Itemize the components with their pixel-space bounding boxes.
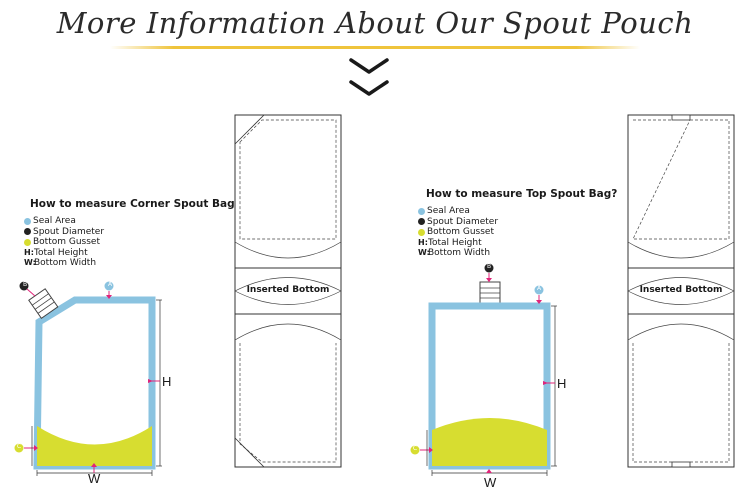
legend-item-seal-area: Seal Area	[24, 216, 104, 227]
seal-area-marker-icon	[418, 207, 425, 215]
legend-label: Total Height	[428, 237, 482, 248]
legend-label: Bottom Width	[428, 248, 491, 258]
marker-a-label: A	[107, 281, 113, 288]
width-label: W	[484, 475, 497, 490]
legend-key: H:	[24, 247, 34, 257]
height-label: H	[162, 374, 172, 389]
legend-item-bottom-gusset: Bottom Gusset	[418, 227, 498, 238]
legend-label: Spout Diameter	[33, 226, 105, 237]
legend-item-spout-diameter: Spout Diameter	[418, 217, 498, 228]
inserted-bottom-label: Inserted Bottom	[639, 285, 723, 295]
legend-item-bottom-width: W:Bottom Width	[24, 258, 104, 269]
top-spout-heading: How to measure Top Spout Bag?	[426, 188, 618, 200]
top-spout-legend: Seal Area Spout Diameter Bottom Gusset H…	[418, 206, 498, 259]
top-spout-pouch-diagram	[410, 263, 557, 476]
width-label: W	[88, 471, 101, 486]
legend-item-total-height: H:Total Height	[418, 238, 498, 249]
double-chevron-down-icon	[349, 58, 389, 96]
inserted-bottom-label: Inserted Bottom	[246, 285, 330, 295]
bottom-gusset-marker-icon	[24, 238, 31, 246]
legend-label: Seal Area	[33, 216, 76, 226]
legend-label: Bottom Width	[34, 258, 97, 268]
seal-area-marker-icon	[24, 217, 31, 225]
gusset-fill	[432, 418, 547, 466]
legend-item-spout-diameter: Spout Diameter	[24, 227, 104, 238]
corner-spout-flat-layout	[234, 114, 342, 468]
legend-key: H:	[418, 237, 428, 247]
corner-spout-heading: How to measure Corner Spout Bag?	[30, 198, 241, 210]
corner-spout-icon	[28, 288, 59, 319]
legend-label: Spout Diameter	[427, 216, 499, 227]
marker-b-label: B	[22, 281, 28, 288]
marker-a-label: A	[536, 285, 542, 292]
corner-spout-legend: Seal Area Spout Diameter Bottom Gusset H…	[24, 216, 104, 269]
marker-b-label: B	[486, 263, 492, 270]
legend-label: Bottom Gusset	[33, 237, 100, 247]
legend-key: W:	[24, 258, 36, 267]
marker-c-label: C	[412, 445, 418, 452]
page-title: More Information About Our Spout Pouch	[56, 6, 694, 40]
legend-label: Total Height	[34, 247, 88, 258]
legend-label: Bottom Gusset	[427, 227, 494, 237]
legend-label: Seal Area	[427, 206, 470, 216]
spout-diameter-marker-icon	[24, 228, 31, 236]
legend-key: W:	[418, 248, 430, 257]
legend-item-seal-area: Seal Area	[418, 206, 498, 217]
legend-item-bottom-width: W:Bottom Width	[418, 248, 498, 259]
bottom-gusset-marker-icon	[418, 228, 425, 236]
marker-c-label: C	[16, 443, 22, 450]
spout-diameter-marker-icon	[418, 218, 425, 226]
top-spout-icon	[479, 281, 501, 307]
legend-item-bottom-gusset: Bottom Gusset	[24, 237, 104, 248]
top-spout-flat-layout	[627, 114, 735, 468]
height-label: H	[557, 376, 567, 391]
legend-item-total-height: H:Total Height	[24, 248, 104, 259]
corner-spout-pouch-diagram	[14, 281, 162, 476]
title-underline	[110, 46, 640, 49]
gusset-fill	[37, 426, 152, 466]
